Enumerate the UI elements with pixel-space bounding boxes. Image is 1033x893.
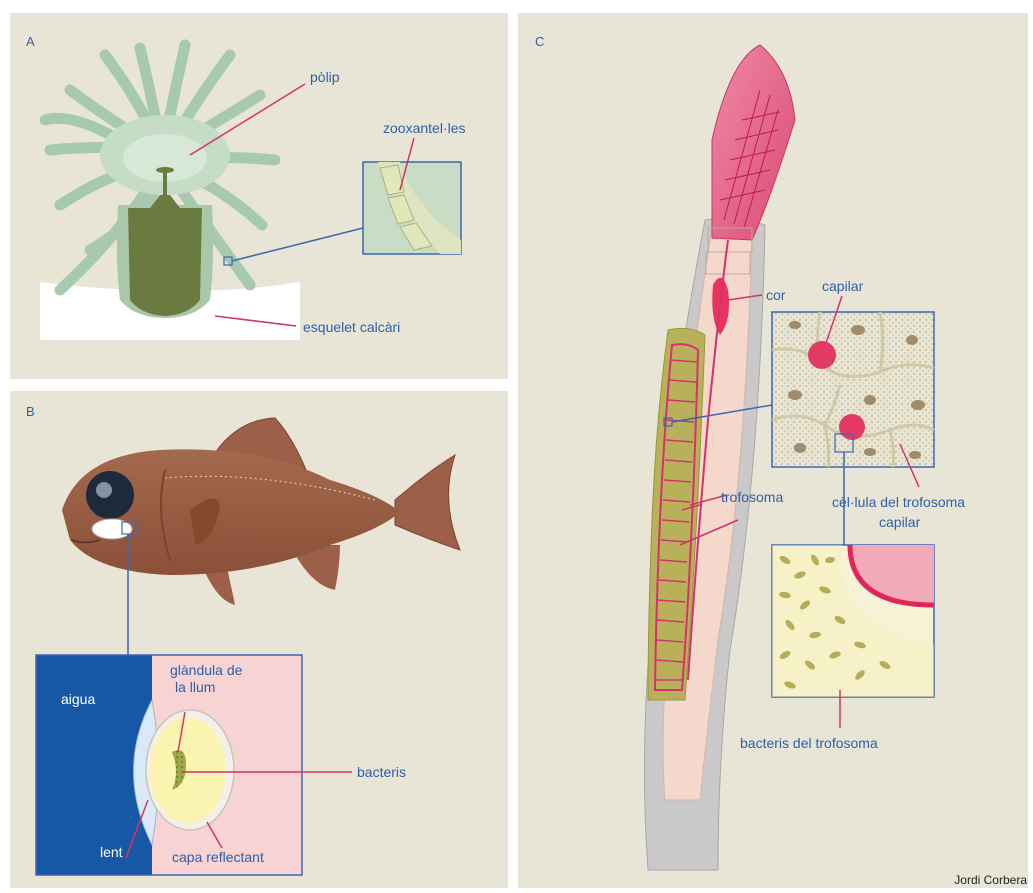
label-trophosome-cell: cèl·lula del trofosoma — [832, 494, 965, 510]
label-capillary-2: capilar — [879, 514, 921, 530]
label-gland-2: la llum — [175, 679, 215, 695]
label-bacteria: bacteris — [357, 764, 406, 780]
label-trophosome-bacteria: bacteris del trofosoma — [740, 735, 878, 751]
trophosome-cells-inset — [772, 312, 934, 467]
label-zooxanthellae: zooxantel·les — [383, 120, 466, 136]
label-lens: lent — [100, 844, 123, 860]
zooxanthellae-inset — [232, 162, 461, 261]
trophosome-bacteria-inset — [772, 545, 934, 697]
label-water: aigua — [61, 691, 95, 707]
label-reflect: capa reflectant — [172, 849, 264, 865]
label-skeleton: esquelet calcàri — [303, 319, 400, 335]
credit: Jordi Corbera — [954, 873, 1027, 887]
polyp-illustration — [40, 45, 300, 340]
label-heart: cor — [766, 287, 786, 303]
fish-illustration — [62, 418, 460, 605]
label-polyp: pòlip — [310, 69, 340, 85]
light-gland-inset — [36, 655, 302, 875]
label-trophosome: trofosoma — [721, 489, 783, 505]
label-gland-1: glàndula de — [170, 662, 243, 678]
label-capillary-1: capilar — [822, 278, 864, 294]
